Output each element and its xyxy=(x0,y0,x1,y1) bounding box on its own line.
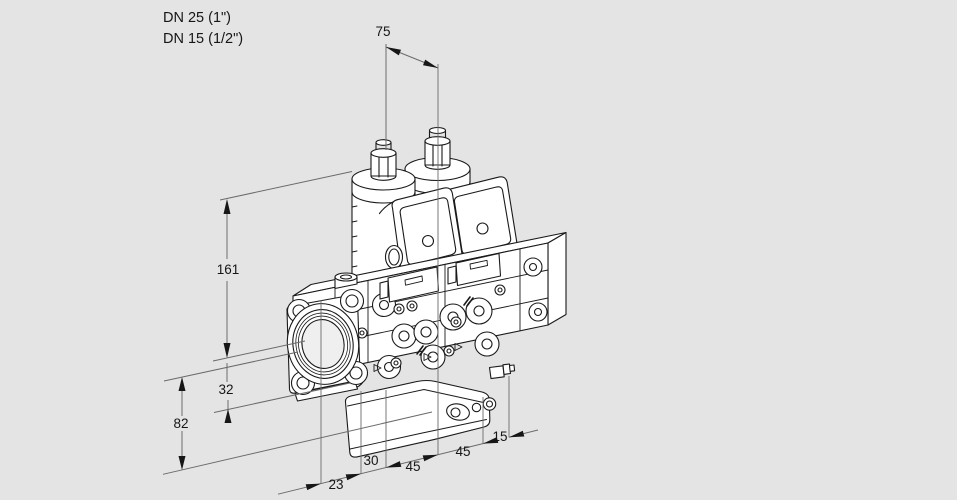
dim-82-extension-bottom xyxy=(162,411,433,475)
dimension-annotations xyxy=(162,44,539,495)
drawing-labels: DN 25 (1") DN 15 (1/2") 75 161 32 82 23 … xyxy=(163,10,508,492)
dim-32-extension-bottom xyxy=(213,382,351,413)
dim-label-82: 82 xyxy=(173,416,188,431)
dn-size-label-1: DN 25 (1") xyxy=(163,10,231,26)
dim-82-extension-top xyxy=(163,351,299,382)
dim-label-15: 15 xyxy=(492,429,507,444)
dim-label-30: 30 xyxy=(363,453,378,468)
threaded-bore xyxy=(286,303,360,385)
pressure-regulator xyxy=(344,363,516,458)
connector-box-1 xyxy=(379,266,440,303)
dimension-arrowheads xyxy=(178,47,525,491)
dim-label-75: 75 xyxy=(375,24,390,39)
valve-figure xyxy=(286,126,567,458)
connector-box-2 xyxy=(447,252,502,287)
dn-size-label-2: DN 15 (1/2") xyxy=(163,31,243,47)
test-nipple xyxy=(488,363,516,380)
dim-label-32: 32 xyxy=(218,382,233,397)
inlet-flange xyxy=(286,288,369,402)
dim-label-23: 23 xyxy=(328,477,343,492)
dim-label-45-second: 45 xyxy=(455,444,470,459)
dim-label-45-first: 45 xyxy=(405,459,420,474)
dim-161-extension-top xyxy=(219,171,353,201)
dim-label-161: 161 xyxy=(217,262,240,277)
pressure-tap-cap xyxy=(334,272,358,290)
dim-axis-extension xyxy=(212,340,306,362)
